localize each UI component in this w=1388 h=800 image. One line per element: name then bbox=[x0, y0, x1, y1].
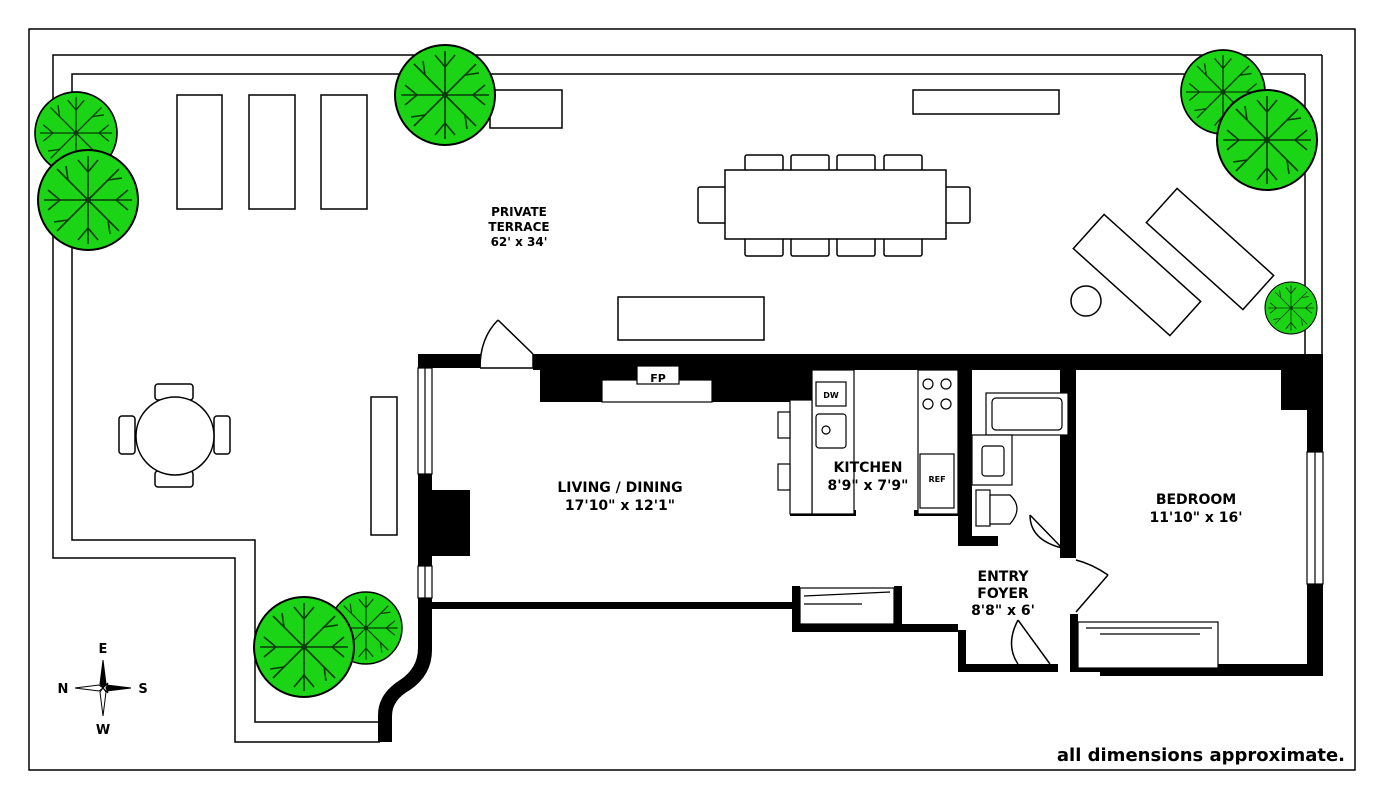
sun-loungers bbox=[1070, 187, 1275, 337]
windows bbox=[417, 367, 1324, 599]
closets bbox=[799, 587, 1219, 669]
round-table bbox=[118, 383, 231, 488]
compass-rose: E N S W bbox=[58, 642, 148, 738]
bedroom-name: BEDROOM bbox=[1156, 492, 1236, 508]
living-name: LIVING / DINING bbox=[557, 480, 682, 496]
terrace-name-line1: PRIVATE bbox=[491, 205, 547, 219]
curved-wall bbox=[378, 638, 432, 742]
compass-south: S bbox=[138, 682, 147, 697]
tree-icon bbox=[1264, 281, 1318, 335]
compass-west: W bbox=[96, 723, 110, 738]
bedroom-label: BEDROOM 11'10" x 16' bbox=[1149, 492, 1242, 526]
tree-icon bbox=[1216, 89, 1318, 191]
tree-icon bbox=[394, 44, 496, 146]
terrace-name-line2: TERRACE bbox=[488, 220, 549, 234]
refrigerator-label: REF bbox=[928, 475, 945, 484]
compass-north: N bbox=[58, 682, 69, 697]
living-dimensions: 17'10" x 12'1" bbox=[565, 498, 675, 514]
outdoor-dining-table bbox=[697, 154, 971, 257]
kitchen-name: KITCHEN bbox=[834, 460, 903, 476]
fireplace-label: FP bbox=[650, 372, 666, 385]
tree-icon bbox=[253, 596, 355, 698]
terrace-door bbox=[479, 319, 534, 369]
foyer-label: ENTRY FOYER 8'8" x 6' bbox=[971, 569, 1035, 619]
foyer-dimensions: 8'8" x 6' bbox=[971, 603, 1035, 619]
tree-icon bbox=[37, 149, 139, 251]
dimensions-disclaimer: all dimensions approximate. bbox=[1057, 745, 1345, 766]
drawing-border bbox=[28, 28, 1356, 771]
living-label: LIVING / DINING 17'10" x 12'1" bbox=[557, 480, 682, 514]
chaise-lounges bbox=[176, 94, 368, 210]
bedroom-dimensions: 11'10" x 16' bbox=[1149, 510, 1242, 526]
compass-east: E bbox=[99, 642, 108, 657]
kitchen-dimensions: 8'9" x 7'9" bbox=[828, 478, 909, 494]
apartment-walls bbox=[418, 354, 1323, 676]
foyer-name-line1: ENTRY bbox=[978, 569, 1030, 585]
terrace-dimensions: 62' x 34' bbox=[491, 235, 548, 249]
fireplace: FP bbox=[601, 365, 713, 403]
foyer-name-line2: FOYER bbox=[977, 586, 1029, 602]
terrace-label: PRIVATE TERRACE 62' x 34' bbox=[488, 205, 549, 249]
compass-icon bbox=[74, 659, 132, 717]
kitchen-fixtures bbox=[777, 369, 959, 515]
kitchen-label: KITCHEN 8'9" x 7'9" bbox=[828, 460, 909, 494]
dishwasher-label: DW bbox=[823, 391, 839, 400]
terrace-benches bbox=[370, 89, 1060, 536]
door-swings bbox=[1010, 514, 1109, 665]
bathroom-fixtures bbox=[971, 392, 1069, 527]
